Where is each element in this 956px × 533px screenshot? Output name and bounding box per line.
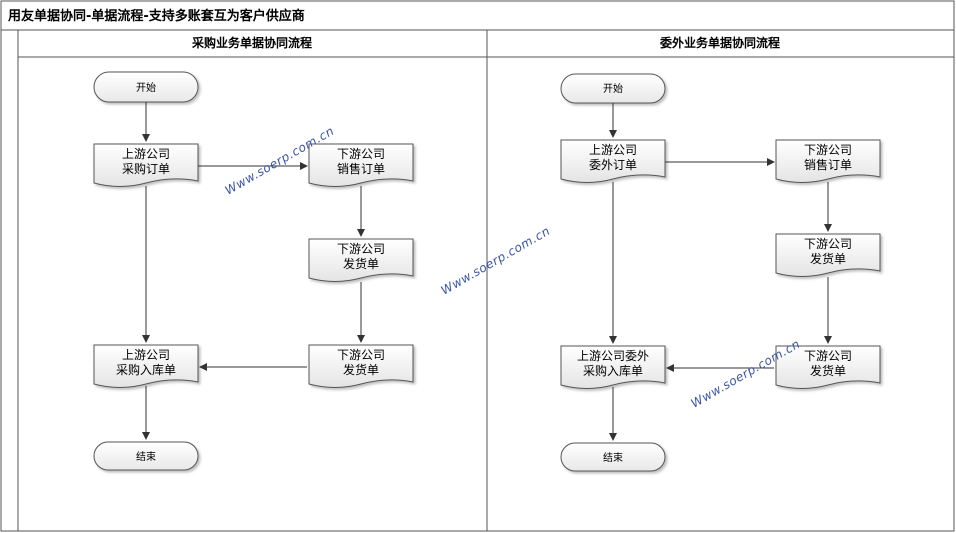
node-line2: 发货单 [343, 256, 379, 271]
node-line2: 发货单 [810, 363, 846, 378]
node-line1: 下游公司 [337, 147, 385, 161]
document-node [775, 139, 881, 183]
node-line2: 销售订单 [804, 157, 852, 172]
document-node [93, 143, 199, 187]
node-line2: 发货单 [343, 362, 379, 377]
node-line1: 下游公司 [804, 237, 852, 251]
node-line2: 采购入库单 [583, 363, 643, 378]
document-node [775, 345, 881, 389]
document-node [308, 344, 414, 388]
node-line1: 上游公司 [589, 143, 637, 157]
document-node [93, 344, 199, 388]
document-node [560, 139, 666, 183]
document-node [308, 143, 414, 187]
lane-title-outsourcing: 委外业务单据协同流程 [659, 35, 780, 50]
start-label: 开始 [603, 82, 623, 95]
node-line1: 下游公司 [804, 143, 852, 157]
lane-outsourcing: 开始 上游公司 委外订单 下游公司 销售订单 下游公司 发货单 上游公司委外 采… [560, 73, 881, 472]
end-label: 结束 [136, 450, 156, 463]
node-line1: 下游公司 [804, 349, 852, 363]
node-line1: 下游公司 [337, 242, 385, 256]
end-terminator [93, 441, 199, 471]
document-node [308, 238, 414, 282]
node-line1: 上游公司 [122, 348, 170, 362]
lane-purchase: 开始 上游公司 采购订单 下游公司 销售订单 下游公司 发货单 上游公司 采购入… [93, 71, 414, 471]
node-line2: 采购入库单 [116, 362, 176, 377]
end-terminator [560, 442, 666, 472]
node-line2: 采购订单 [122, 161, 170, 176]
document-node [560, 345, 666, 389]
node-line1: 下游公司 [337, 348, 385, 362]
pool-title: 用友单据协同-单据流程-支持多账套互为客户供应商 [7, 8, 305, 24]
end-label: 结束 [603, 451, 623, 464]
node-line2: 销售订单 [337, 161, 385, 176]
start-label: 开始 [136, 81, 156, 94]
node-line1: 上游公司 [122, 147, 170, 161]
node-line2: 发货单 [810, 251, 846, 266]
document-node [775, 233, 881, 277]
lane-title-purchase: 采购业务单据协同流程 [191, 35, 312, 50]
node-line1: 上游公司委外 [577, 349, 649, 363]
node-line2: 委外订单 [589, 158, 637, 172]
